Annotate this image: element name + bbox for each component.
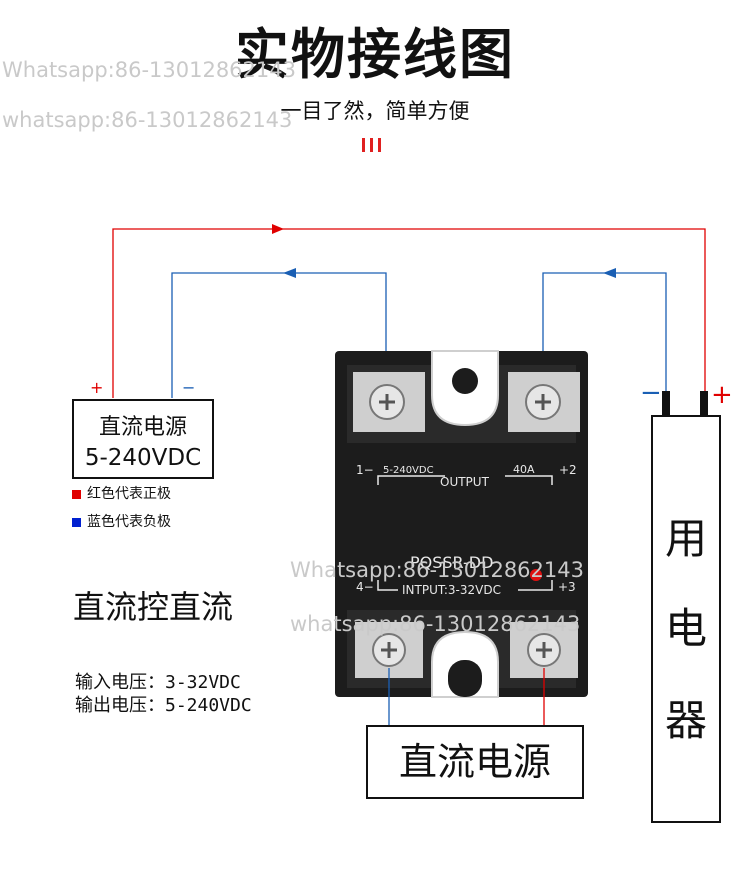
load-device-box: 用 电 器	[651, 415, 721, 823]
blue-square-icon	[72, 517, 81, 527]
red-square-icon	[72, 489, 81, 499]
terminal-3-label: +3	[558, 580, 576, 594]
legend-item-red: 红色代表正极	[72, 483, 171, 503]
output-label: OUTPUT	[440, 475, 490, 489]
model-label: PQSSR-DD	[410, 553, 493, 572]
output-range-label: 5-240VDC	[383, 465, 434, 476]
page-subtitle: 一目了然，简单方便	[280, 99, 470, 123]
load-char: 器	[664, 696, 707, 745]
output-voltage-spec: 输出电压：5-240VDC	[75, 695, 252, 716]
load-terminal-positive	[700, 391, 708, 416]
indicator-led-icon	[530, 569, 542, 581]
input-label: INTPUT:3-32VDC	[402, 583, 501, 597]
bottom-dc-source-box: 直流电源	[366, 725, 584, 799]
watermark: whatsapp:86-13012862143	[2, 108, 293, 132]
mode-heading: 直流控直流	[73, 588, 234, 626]
load-minus-label: −	[640, 378, 662, 408]
terminal-2-label: +2	[559, 463, 577, 477]
source-minus-label: −	[182, 378, 196, 397]
page-title: 实物接线图	[235, 23, 515, 86]
positive-wire	[112, 228, 706, 398]
input-voltage-spec: 输入电压：3-32VDC	[75, 672, 241, 693]
negative-wire-left	[171, 272, 387, 398]
dc-source-voltage: 5-240VDC	[84, 445, 202, 471]
dc-source-box: 直流电源 5-240VDC	[72, 399, 214, 479]
load-char: 电	[664, 604, 707, 653]
arrow-left-icon	[283, 268, 296, 278]
current-rating-label: 40A	[513, 463, 535, 476]
load-terminal-negative	[662, 391, 670, 416]
dc-source-title: 直流电源	[98, 415, 187, 440]
watermark: Whatsapp:86-13012862143	[290, 558, 584, 582]
legend-item-blue: 蓝色代表负极	[72, 511, 171, 531]
decorative-bars-icon	[360, 134, 384, 154]
arrow-left-icon	[603, 268, 616, 278]
source-plus-label: +	[90, 378, 104, 397]
load-plus-label: +	[711, 380, 733, 410]
arrow-right-icon	[272, 224, 284, 234]
terminal-4-label: 4−	[356, 580, 374, 594]
load-char: 用	[664, 514, 707, 563]
watermark: Whatsapp:86-13012862143	[2, 58, 296, 82]
watermark: whatsapp:86-13012862143	[290, 612, 581, 636]
terminal-1-label: 1−	[356, 463, 374, 477]
